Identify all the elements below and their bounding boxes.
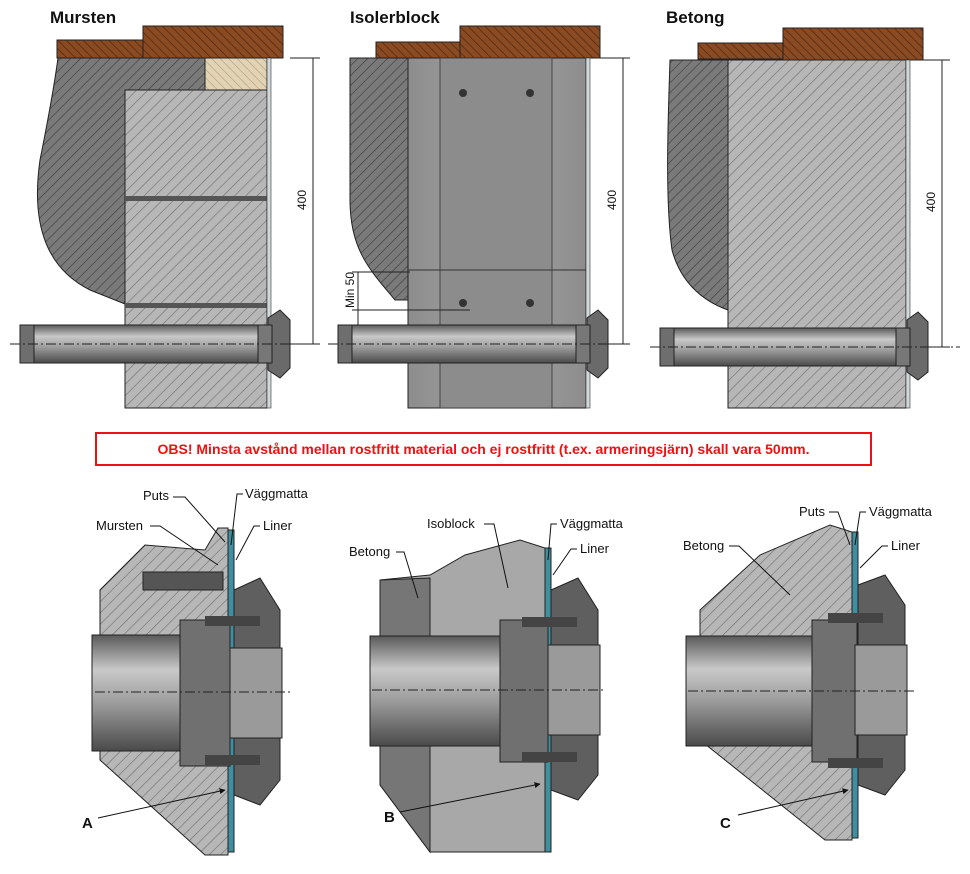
panel-mursten: Mursten 400 <box>10 8 320 409</box>
coping-wood <box>697 42 789 60</box>
coping-wood-top <box>142 25 284 59</box>
detail-b: Väggmatta Isoblock Liner Betong B <box>349 516 624 854</box>
leader-betong <box>729 545 791 596</box>
pipe <box>369 635 513 747</box>
label-isoblock: Isoblock <box>427 516 475 531</box>
flange <box>267 309 291 379</box>
pointer-a <box>97 788 226 819</box>
screw <box>828 758 883 768</box>
bolt-icon <box>526 89 534 97</box>
detail-c: Puts Väggmatta Betong Liner C <box>683 504 933 841</box>
screw <box>522 752 577 762</box>
backfill <box>36 57 206 311</box>
detail-a: Puts Väggmatta Mursten Liner A <box>82 486 309 856</box>
mortar-joint <box>142 571 224 591</box>
label-betong: Betong <box>349 544 390 559</box>
coping-wood <box>56 39 148 59</box>
leader-puts <box>173 496 226 543</box>
coping-wood-top <box>459 25 601 59</box>
dimension-label: 400 <box>924 192 938 212</box>
backfill <box>667 59 729 311</box>
leader-betong <box>396 551 419 599</box>
screw <box>828 613 883 623</box>
leader-vaggmatta <box>854 511 866 546</box>
title-betong: Betong <box>666 8 725 27</box>
bolt-icon <box>459 89 467 97</box>
screw <box>205 616 260 626</box>
pointer-b <box>399 782 541 813</box>
leader-liner <box>552 548 577 576</box>
mortar-joint <box>125 303 267 308</box>
screw <box>205 755 260 765</box>
min-dimension-label: Min 50 <box>343 272 357 308</box>
warning-notice: OBS! Minsta avstånd mellan rostfritt mat… <box>95 432 872 466</box>
label-liner: Liner <box>580 541 610 556</box>
fitting <box>854 644 908 736</box>
liner <box>585 57 591 409</box>
label-vaggmatta: Väggmatta <box>560 516 624 531</box>
leader-mursten <box>150 525 219 566</box>
panel-betong: Betong 400 <box>650 8 960 409</box>
dimension-label: 400 <box>295 190 309 210</box>
label-liner: Liner <box>891 538 921 553</box>
insulation <box>204 57 268 91</box>
fitting <box>229 647 283 739</box>
label-puts: Puts <box>799 504 826 519</box>
dimension-label: 400 <box>605 190 619 210</box>
label-vaggmatta: Väggmatta <box>245 486 309 501</box>
bolt-icon <box>526 299 534 307</box>
panel-isolerblock: Isolerblock Min 50 400 <box>328 8 630 409</box>
thread-section <box>179 619 231 767</box>
detail-letter-a: A <box>82 815 93 832</box>
mortar-joint <box>125 196 267 201</box>
liner <box>266 57 272 409</box>
leader-vaggmatta <box>230 493 243 546</box>
flange <box>586 309 609 379</box>
leader-vaggmatta <box>547 523 557 561</box>
bolt-icon <box>459 299 467 307</box>
thread-section <box>499 619 549 763</box>
backfill <box>349 57 409 301</box>
leader-puts <box>829 511 851 546</box>
leader-isoblock <box>484 523 509 589</box>
detail-letter-c: C <box>720 815 731 832</box>
label-mursten: Mursten <box>96 518 143 533</box>
coping-wood <box>375 41 467 59</box>
coping-wood-top <box>782 27 924 61</box>
title-mursten: Mursten <box>50 8 116 27</box>
screw <box>522 617 577 627</box>
label-puts: Puts <box>143 488 170 503</box>
leader-liner <box>235 525 260 561</box>
pointer-c <box>737 788 849 816</box>
label-vaggmatta: Väggmatta <box>869 504 933 519</box>
label-liner: Liner <box>263 518 293 533</box>
liner <box>905 59 911 409</box>
detail-letter-b: B <box>384 809 395 826</box>
flange <box>906 311 929 381</box>
leader-liner <box>859 545 888 569</box>
label-betong: Betong <box>683 538 724 553</box>
title-isolerblock: Isolerblock <box>350 8 440 27</box>
